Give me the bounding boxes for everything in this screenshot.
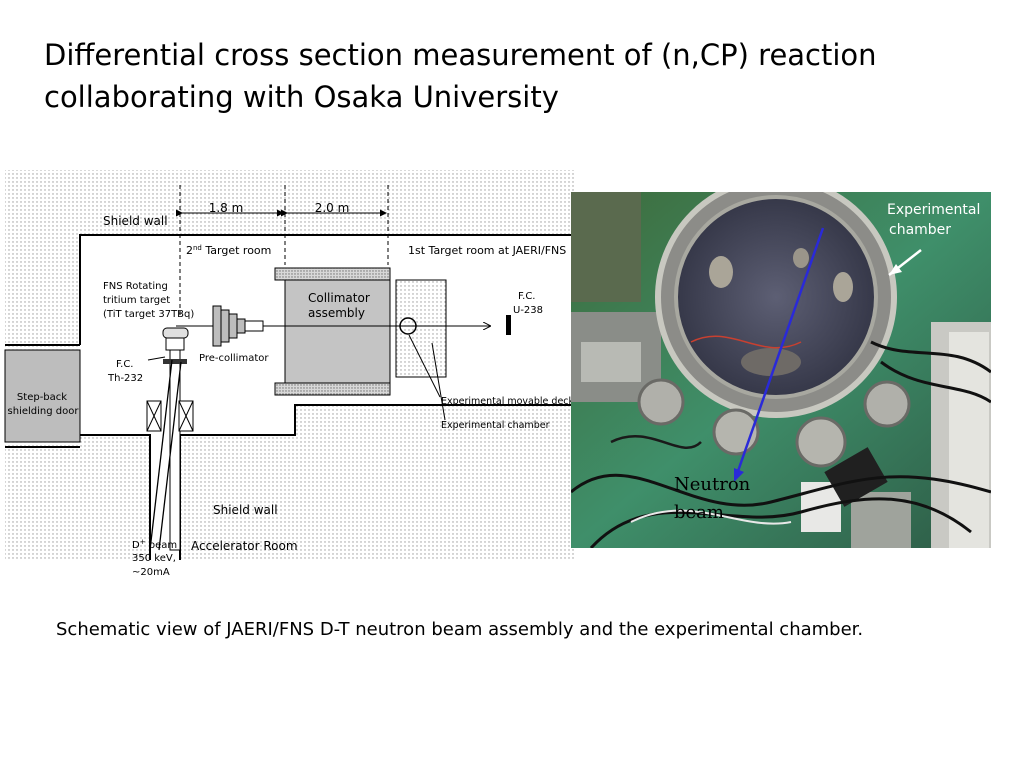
collimator-bottom-cap [274, 382, 391, 396]
movable-deck-label: Experimental movable deck [441, 396, 575, 407]
beam-magnet-left [146, 400, 162, 432]
d-beam-tube [149, 359, 182, 551]
step-back-door [4, 349, 81, 443]
pre-collimator [212, 305, 264, 347]
fns-label-3: (TiT target 37TBq) [103, 309, 194, 320]
beam-magnet-right [178, 400, 194, 432]
d-beam-label-2: 350 keV, [132, 553, 176, 564]
experimental-chamber-photo: Experimental chamber Neutron beam [571, 192, 991, 548]
title-line-2: collaborating with Osaka University [44, 80, 559, 114]
neutron-beam-label-1: Neutron [674, 474, 751, 495]
rotating-target [162, 327, 189, 551]
d-beam-label-3: ~20mA [132, 567, 170, 578]
collimator-assembly [284, 279, 391, 384]
fns-label-2: tritium target [103, 295, 170, 306]
exp-chamber-label: Experimental chamber [441, 420, 550, 431]
accelerator-room-label: Accelerator Room [191, 539, 298, 553]
fc-u238-marker [506, 315, 511, 335]
fc-u238-label-2: U-238 [513, 305, 543, 316]
fc-u238-label-1: F.C. [518, 291, 536, 302]
collimator-label-2: assembly [308, 306, 365, 320]
neutron-beam-label-2: beam [674, 502, 724, 523]
slide-title: Differential cross section measurement o… [44, 34, 984, 118]
second-target-room-label: 2nd Target room [186, 244, 271, 257]
wall-outline [79, 234, 575, 560]
shield-wall-top-label: Shield wall [103, 214, 168, 228]
shield-wall-bottom-label: Shield wall [213, 503, 278, 517]
fc-th232-label-2: Th-232 [107, 373, 143, 384]
pre-collimator-label: Pre-collimator [199, 353, 269, 364]
photo-label-line-2: chamber [889, 222, 951, 238]
fc-th232-label-1: F.C. [116, 359, 134, 370]
photo-label-line-1: Experimental [887, 202, 980, 218]
neutron-beam-arrow [735, 227, 825, 475]
dim-label-left: 1.8 m [209, 201, 244, 215]
collimator-label-1: Collimator [308, 291, 370, 305]
beam-assembly-schematic: Step-back shielding door 1.8 m 2.0 m Shi… [4, 170, 575, 578]
fns-label-1: FNS Rotating [103, 281, 168, 292]
collimator-top-cap [274, 267, 391, 281]
title-line-1: Differential cross section measurement o… [44, 38, 877, 72]
step-back-label-2: shielding door [8, 406, 80, 417]
slide-caption: Schematic view of JAERI/FNS D-T neutron … [56, 619, 864, 640]
movable-deck [395, 279, 447, 378]
dim-label-right: 2.0 m [315, 201, 350, 215]
step-back-label-1: Step-back [17, 392, 67, 403]
d-beam-label-1: D+ beam [132, 538, 177, 551]
first-target-room-label: 1st Target room at JAERI/FNS [408, 244, 566, 257]
